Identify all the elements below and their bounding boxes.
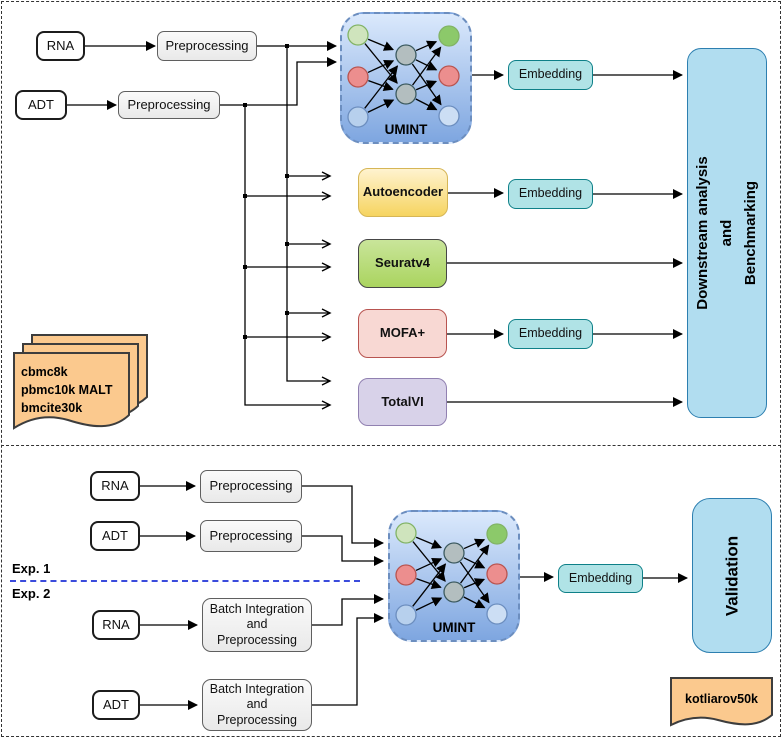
umint-network-box-bottom: UMINT: [388, 510, 520, 642]
preprocessing-rna-exp1: Preprocessing: [200, 470, 302, 503]
embedding-mofa-label: Embedding: [518, 326, 583, 341]
batch-integration-rna: Batch Integration and Preprocessing: [202, 598, 312, 652]
method-seuratv4: Seuratv4: [358, 239, 447, 288]
rna-input-exp2: RNA: [92, 610, 140, 640]
dataset-stack: cbmc8k pbmc10k MALT bmcite30k: [13, 334, 153, 434]
embedding-mofa: Embedding: [508, 319, 593, 349]
rna-input-exp1-label: RNA: [101, 477, 129, 493]
rna-input-exp1: RNA: [90, 471, 140, 501]
preprocessing-rna-top-label: Preprocessing: [165, 37, 249, 53]
dataset-kotliarov-shape: [670, 677, 773, 727]
preprocessing-rna-top: Preprocessing: [157, 31, 257, 61]
method-mofa: MOFA+: [358, 309, 447, 358]
method-totalvi-label: TotalVI: [381, 393, 424, 409]
embedding-umint-top-label: Embedding: [518, 67, 583, 82]
dataset-stack-labels: cbmc8k pbmc10k MALT bmcite30k: [21, 365, 113, 416]
adt-input-exp1-label: ADT: [102, 527, 128, 543]
method-autoencoder-label: Autoencoder: [362, 184, 444, 200]
downstream-line2: and: [718, 219, 735, 247]
validation-box: Validation: [692, 498, 772, 653]
exp2-label: Exp. 2: [12, 586, 51, 601]
downstream-line3: Benchmarking: [742, 180, 759, 286]
embedding-umint-bottom: Embedding: [558, 564, 643, 593]
embedding-umint-bottom-label: Embedding: [568, 570, 633, 585]
rna-input-top-label: RNA: [46, 37, 75, 53]
method-totalvi: TotalVI: [358, 378, 447, 426]
experiment-divider-line: [10, 580, 360, 582]
downstream-line1: Downstream analysis: [694, 156, 711, 310]
dataset-kotliarov-label: kotliarov50k: [685, 692, 758, 706]
embedding-autoencoder-label: Embedding: [518, 186, 583, 201]
rna-input-top: RNA: [36, 31, 85, 61]
dataset-stack-shapes: [13, 334, 148, 430]
embedding-umint-top: Embedding: [508, 60, 593, 90]
adt-input-exp1: ADT: [90, 521, 140, 551]
exp1-label: Exp. 1: [12, 561, 51, 576]
preprocessing-rna-exp1-label: Preprocessing: [209, 478, 293, 494]
panel-divider-line: [1, 445, 781, 446]
method-autoencoder: Autoencoder: [358, 168, 448, 217]
batch-integration-adt: Batch Integration and Preprocessing: [202, 679, 312, 731]
method-mofa-label: MOFA+: [379, 325, 426, 341]
preprocessing-adt-top: Preprocessing: [118, 91, 220, 119]
rna-input-exp2-label: RNA: [102, 616, 130, 632]
preprocessing-adt-exp1-label: Preprocessing: [209, 527, 293, 543]
method-seuratv4-label: Seuratv4: [375, 255, 430, 271]
adt-input-top-label: ADT: [28, 96, 54, 112]
embedding-autoencoder: Embedding: [508, 179, 593, 209]
downstream-benchmarking-box: Downstream analysis and Benchmarking: [687, 48, 767, 418]
adt-input-top: ADT: [15, 90, 67, 120]
umint-network-box-top: UMINT: [340, 12, 472, 144]
umint-label-top: UMINT: [384, 122, 428, 138]
dataset-kotliarov: kotliarov50k: [670, 677, 773, 728]
umint-label-bottom: UMINT: [432, 620, 476, 636]
preprocessing-adt-exp1: Preprocessing: [200, 520, 302, 552]
validation-label: Validation: [722, 535, 742, 616]
adt-input-exp2-label: ADT: [103, 696, 129, 712]
preprocessing-adt-top-label: Preprocessing: [127, 96, 211, 112]
adt-input-exp2: ADT: [92, 690, 140, 720]
